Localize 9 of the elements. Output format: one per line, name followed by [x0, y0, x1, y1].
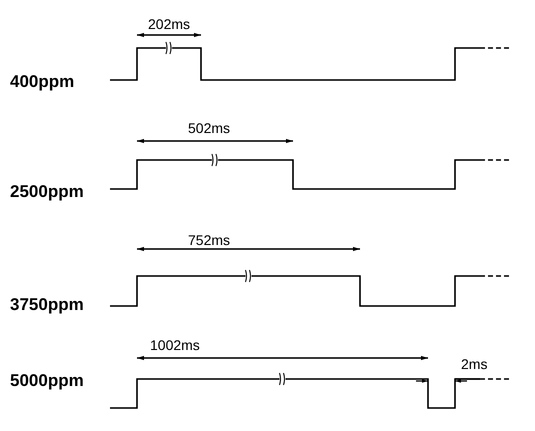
concentration-label: 3750ppm — [10, 296, 84, 313]
duration-label: 2ms — [461, 357, 488, 371]
concentration-label: 400ppm — [10, 73, 74, 90]
concentration-label: 2500ppm — [10, 183, 84, 200]
duration-label: 202ms — [148, 17, 190, 31]
duration-label: 752ms — [188, 233, 230, 247]
duration-label: 502ms — [188, 121, 230, 135]
duration-label: 1002ms — [150, 338, 200, 352]
concentration-label: 5000ppm — [10, 372, 84, 389]
